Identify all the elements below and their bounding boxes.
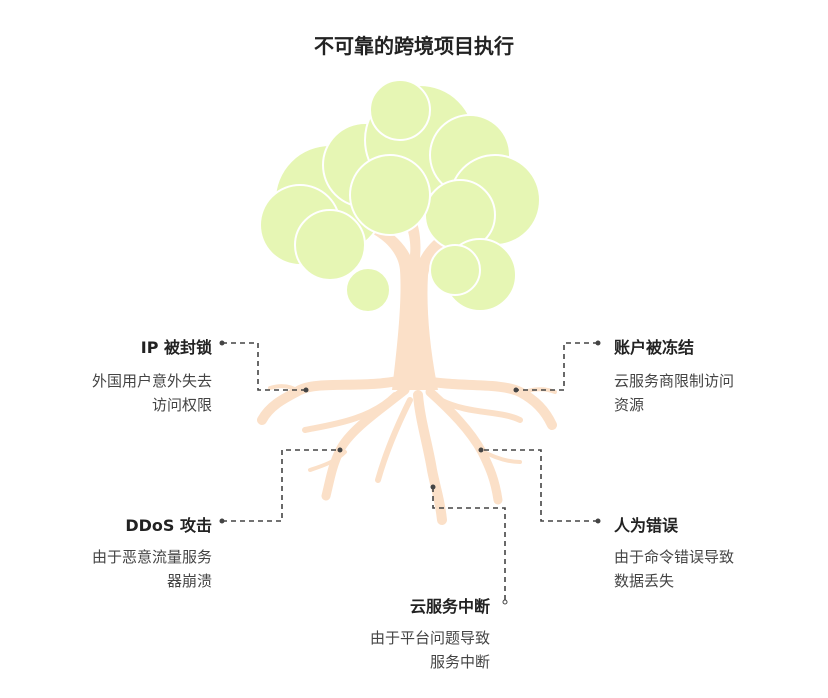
connector-dots: [219, 340, 601, 605]
risk-desc-line: 访问权限: [151, 396, 212, 414]
risk-label-human-error: 人为错误: [614, 516, 679, 535]
risk-desc-ip-blocked: 外国用户意外失去 访问权限: [92, 369, 212, 417]
risk-label-account-frozen: 账户被冻结: [614, 338, 695, 357]
risk-label-ip-blocked: IP 被封锁: [140, 338, 212, 357]
risk-desc-human-error: 由于命令错误导致 数据丢失: [614, 545, 734, 593]
tree-trunk: [360, 200, 464, 390]
risk-desc-line: 数据丢失: [614, 572, 675, 590]
tree-foliage: [259, 79, 541, 313]
risk-desc-account-frozen: 云服务商限制访问 资源: [614, 369, 734, 417]
tree-roots: [257, 373, 557, 525]
connector-cloud-outage: [432, 487, 506, 602]
connector-ddos: [222, 449, 340, 522]
risk-desc-line: 资源: [614, 396, 645, 414]
risk-label-cloud-outage: 云服务中断: [409, 597, 490, 616]
risk-desc-line: 外国用户意外失去: [91, 372, 212, 390]
risk-desc-line: 由于平台问题导致: [369, 629, 490, 647]
risk-desc-line: 器崩溃: [166, 572, 212, 590]
connector-ip-blocked: [222, 342, 306, 391]
risk-desc-line: 由于命令错误导致: [614, 548, 735, 566]
risk-desc-line: 由于恶意流量服务: [91, 548, 212, 566]
risk-desc-cloud-outage: 由于平台问题导致 服务中断: [370, 626, 490, 674]
connector-account-frozen: [516, 342, 598, 391]
risk-desc-line: 服务中断: [429, 653, 490, 671]
risk-label-ddos: DDoS 攻击: [125, 516, 212, 535]
risk-desc-line: 云服务商限制访问: [614, 372, 735, 390]
diagram-title: 不可靠的跨境项目执行: [314, 34, 514, 58]
connectors: [222, 342, 598, 602]
connector-human-error: [481, 449, 598, 522]
risk-desc-ddos: 由于恶意流量服务 器崩溃: [92, 545, 212, 593]
